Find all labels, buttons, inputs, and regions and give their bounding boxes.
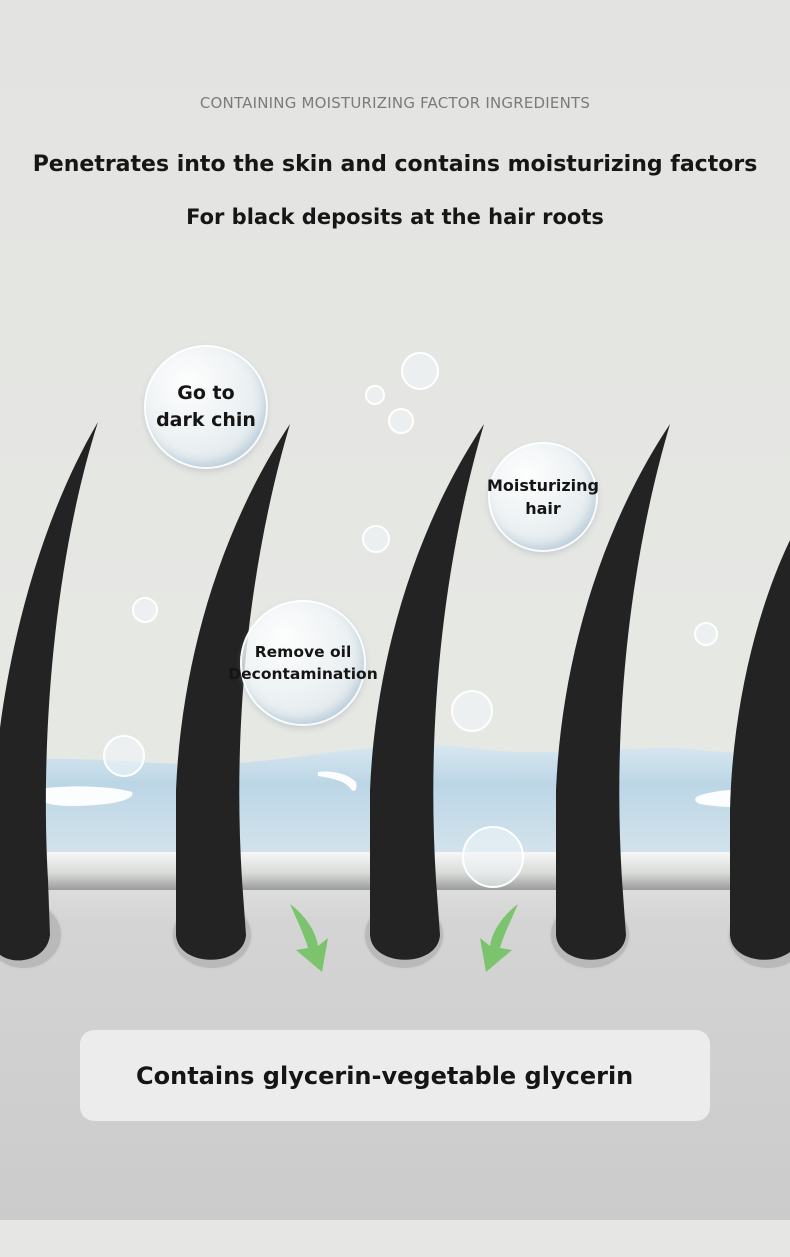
bubble-label: Moisturizing hair — [478, 474, 608, 520]
ingredient-label-box: Contains glycerin-vegetable glycerin — [80, 1030, 710, 1121]
bubble-label-line: Moisturizing — [487, 476, 599, 495]
hair-strand — [0, 422, 98, 961]
down-arrow-icon — [480, 904, 518, 972]
bubble-label-line: Go to — [177, 382, 235, 404]
hair-strand — [176, 424, 290, 960]
water-droplet-icon — [103, 735, 145, 777]
bubble-label-line: hair — [525, 499, 561, 518]
water-droplet-icon — [462, 826, 524, 888]
hair-strands — [0, 422, 790, 961]
bubble-moisturizing-hair: Moisturizing hair — [487, 442, 599, 552]
bottom-strip — [0, 1220, 790, 1257]
ingredient-label: Contains glycerin-vegetable glycerin — [136, 1061, 634, 1090]
water-droplet-icon — [401, 352, 439, 390]
hair-strand — [370, 424, 484, 960]
water-droplet-icon — [694, 622, 718, 646]
water-droplet-icon — [132, 597, 158, 623]
down-arrows — [290, 904, 518, 972]
hair-strand — [556, 424, 670, 960]
water-highlight — [30, 786, 133, 806]
water-droplet-icon — [388, 408, 414, 434]
water-droplet-icon — [365, 385, 385, 405]
hair-strand — [730, 540, 790, 960]
droplets — [103, 352, 718, 888]
bubble-remove-oil: Remove oil Decontamination — [228, 600, 378, 726]
section-eyebrow: CONTAINING MOISTURIZING FACTOR INGREDIEN… — [199, 94, 591, 112]
bubble-label-line: dark chin — [156, 409, 256, 431]
bubble-label-line: Remove oil — [254, 643, 352, 661]
bubble-label: Go to dark chin — [156, 380, 256, 434]
water-highlight — [318, 771, 357, 791]
bubble-dark-chin: Go to dark chin — [144, 345, 268, 469]
bubble-label-line: Decontamination — [228, 665, 378, 683]
bubble-label: Remove oil Decontamination — [223, 641, 383, 685]
page-subtitle: For black deposits at the hair roots — [186, 205, 604, 229]
down-arrow-icon — [290, 904, 328, 972]
page-title: Penetrates into the skin and contains mo… — [32, 152, 758, 177]
water-droplet-icon — [362, 525, 390, 553]
water-droplet-icon — [451, 690, 493, 732]
